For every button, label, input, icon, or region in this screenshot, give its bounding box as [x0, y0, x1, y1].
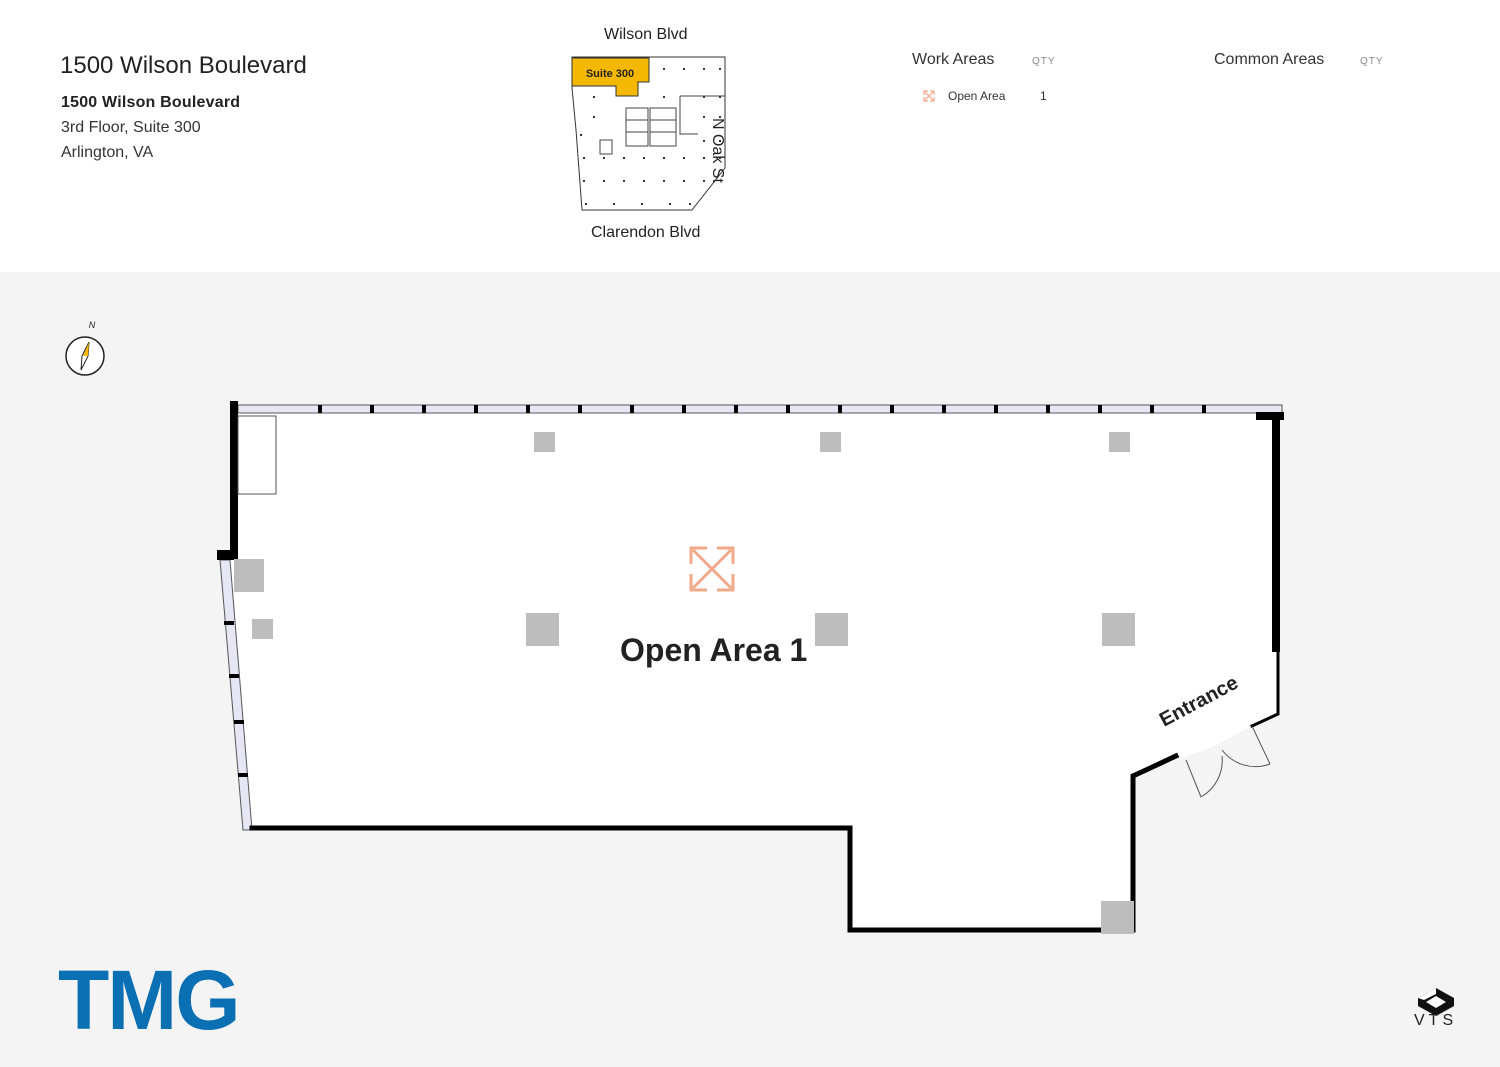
key-plan-core	[599, 95, 725, 155]
vts-logo: VTS	[1414, 1012, 1458, 1029]
compass-icon: N	[65, 320, 105, 376]
street-label-south: Clarendon Blvd	[591, 224, 701, 241]
legend-item-label: Open Area	[948, 89, 1006, 103]
expand-arrows-icon	[689, 546, 735, 592]
column	[815, 613, 848, 646]
nw-counter	[237, 415, 277, 495]
legend-work-areas-qty-header: QTY	[1032, 56, 1056, 67]
column	[526, 613, 559, 646]
column	[252, 619, 273, 639]
column	[1101, 901, 1134, 934]
column	[820, 432, 841, 452]
column	[1102, 613, 1135, 646]
north-window-strip	[237, 404, 1283, 414]
header-panel	[0, 0, 1500, 272]
key-plan-suite-highlight	[571, 57, 650, 97]
window-mullions	[224, 405, 1206, 777]
vts-logo-icon	[1418, 988, 1454, 1016]
column	[534, 432, 555, 452]
address-city: Arlington, VA	[61, 144, 154, 161]
legend-common-areas-title: Common Areas	[1214, 51, 1325, 68]
compass: N	[62, 318, 108, 378]
building-title: 1500 Wilson Boulevard	[60, 52, 307, 79]
room-floor	[222, 408, 1278, 930]
column	[1109, 432, 1130, 452]
tmg-logo: TMG	[58, 953, 241, 1047]
address-name: 1500 Wilson Boulevard	[61, 94, 241, 111]
structural-columns	[234, 432, 1135, 934]
column	[234, 559, 264, 592]
legend-item-qty: 1	[1040, 89, 1047, 103]
entrance-doors	[1185, 725, 1271, 798]
walls	[217, 401, 1284, 933]
expand-arrows-icon	[923, 90, 935, 102]
legend-common-areas-qty-header: QTY	[1360, 56, 1384, 67]
address-floor: 3rd Floor, Suite 300	[61, 119, 201, 136]
key-plan-suite-label: Suite 300	[586, 68, 634, 80]
room-label-open-area: Open Area 1	[620, 632, 808, 668]
street-label-north: Wilson Blvd	[604, 26, 688, 43]
legend-work-areas-title: Work Areas	[912, 51, 995, 68]
compass-north-label: N	[89, 320, 96, 330]
key-plan-columns	[580, 68, 721, 205]
key-plan: Suite 300	[571, 56, 726, 211]
